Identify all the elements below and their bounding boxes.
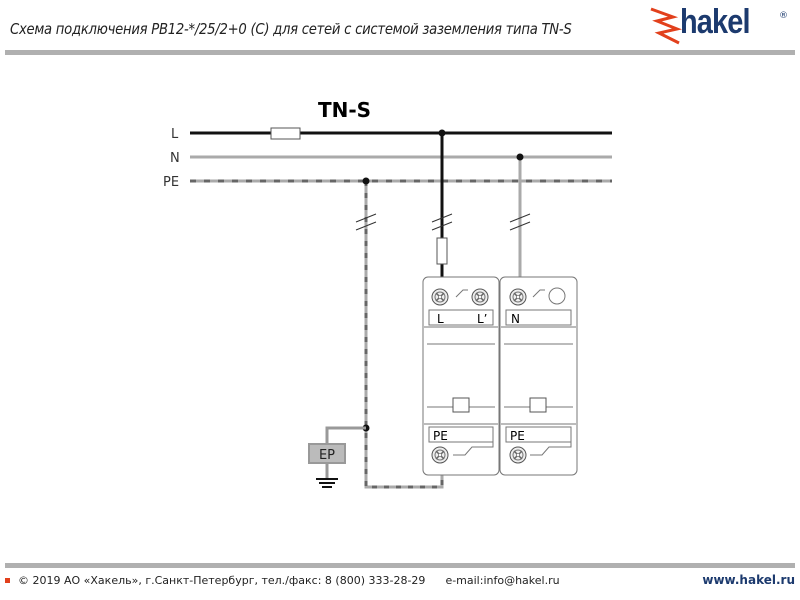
spd-module-n <box>499 276 578 476</box>
terminal-pe-label-2: PE <box>510 429 525 443</box>
l-fuse <box>270 127 301 140</box>
system-label: TN-S <box>318 98 371 122</box>
lightning-icon <box>650 7 683 45</box>
pe-break-mark <box>355 213 377 231</box>
ground-icon <box>316 478 338 488</box>
ep-wire <box>325 426 366 478</box>
footer-divider <box>5 563 795 568</box>
terminal-l2-label: L’ <box>477 312 488 326</box>
terminal-l-label: L <box>437 312 444 326</box>
website-link[interactable]: www.hakel.ru <box>702 573 795 587</box>
copyright: © 2019 АО «Хакель», г.Санкт-Петербург, т… <box>18 573 426 587</box>
hakel-logo: hakel ® <box>645 3 795 45</box>
line-label-pe: PE <box>163 175 179 190</box>
header-divider <box>5 50 795 55</box>
n-break-mark <box>509 213 531 231</box>
line-label-l: L <box>171 127 179 142</box>
email-link[interactable]: e-mail:info@hakel.ru <box>445 573 560 587</box>
terminal-pe-label-1: PE <box>433 429 448 443</box>
l-junction <box>438 129 446 137</box>
pe-junction <box>362 177 370 185</box>
registered-mark: ® <box>779 11 788 21</box>
l-break-mark <box>431 213 453 231</box>
n-junction <box>516 153 524 161</box>
ep-box <box>308 443 346 464</box>
spd-module-l <box>422 276 500 476</box>
line-label-n: N <box>170 151 180 166</box>
branch-fuse <box>436 237 448 265</box>
logo-text: hakel <box>680 3 751 41</box>
bullet-icon <box>5 577 10 583</box>
ep-label: EP <box>319 448 335 463</box>
page-title: Схема подключения PB12-*/25/2+0 (C) для … <box>10 20 572 38</box>
footer: © 2019 АО «Хакель», г.Санкт-Петербург, т… <box>5 573 795 587</box>
terminal-n-label: N <box>511 312 520 326</box>
pe-drop-wire <box>364 181 444 489</box>
